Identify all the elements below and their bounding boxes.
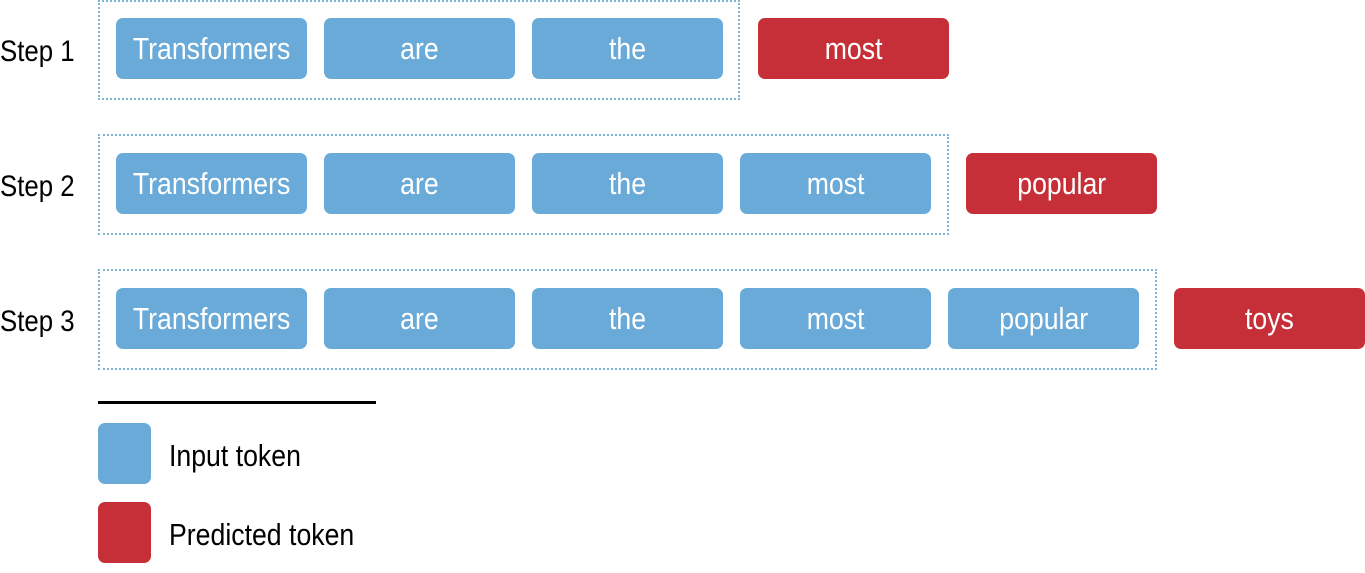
step-2-predicted-token: popular: [966, 153, 1157, 214]
step-1-input-token: Transformers: [116, 18, 307, 79]
step-2-context-box: [98, 134, 949, 235]
step-1-context-box: [98, 0, 740, 100]
step-1-input-token: the: [532, 18, 723, 79]
step-3-input-token: most: [740, 288, 931, 349]
step-1-input-token: are: [324, 18, 515, 79]
step-2-label: Step 2: [0, 170, 75, 203]
step-1-predicted-token: most: [758, 18, 949, 79]
step-3-input-token: Transformers: [116, 288, 307, 349]
legend-predicted-label: Predicted token: [169, 517, 355, 552]
step-3-context-box: [98, 269, 1157, 370]
step-3-predicted-token: toys: [1174, 288, 1365, 349]
step-3-input-token: popular: [948, 288, 1139, 349]
step-2-input-token: most: [740, 153, 931, 214]
step-3-input-token: are: [324, 288, 515, 349]
step-1-label: Step 1: [0, 35, 75, 68]
legend-predicted-swatch: [98, 502, 151, 563]
step-2-input-token: are: [324, 153, 515, 214]
step-3-input-token: the: [532, 288, 723, 349]
legend-input-swatch: [98, 423, 151, 484]
legend-input-label: Input token: [169, 438, 301, 473]
step-2-input-token: Transformers: [116, 153, 307, 214]
legend-divider: [98, 401, 376, 404]
step-2-input-token: the: [532, 153, 723, 214]
step-3-label: Step 3: [0, 305, 75, 338]
